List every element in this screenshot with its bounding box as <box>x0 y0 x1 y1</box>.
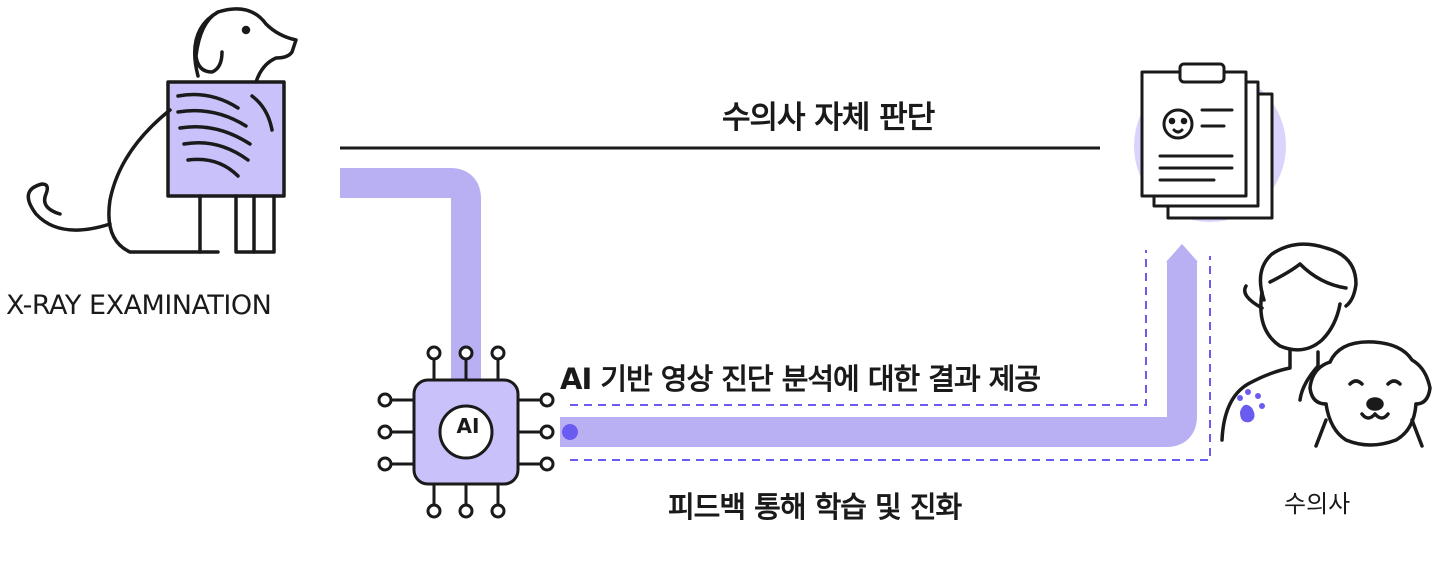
flow-start-dot <box>562 424 578 440</box>
dog-xray-icon <box>26 7 298 254</box>
flow-arrow-head <box>1166 244 1198 262</box>
feedback-dashed-line <box>570 256 1211 461</box>
ai-result-dashed-line <box>570 250 1147 406</box>
ai-chip-icon <box>377 345 555 519</box>
clipboard-report-icon <box>1134 62 1286 222</box>
xray-examination-label: X-RAY EXAMINATION <box>6 290 272 321</box>
ai-chip-label: AI <box>456 414 480 438</box>
ai-result-label: AI 기반 영상 진단 분석에 대한 결과 제공 <box>560 362 1041 396</box>
vet-label: 수의사 <box>1284 490 1351 518</box>
vet-judgment-label: 수의사 자체 판단 <box>722 100 935 136</box>
feedback-label: 피드백 통해 학습 및 진화 <box>668 490 962 524</box>
vet-with-dog-icon <box>1220 242 1432 448</box>
ai-flow-band <box>340 168 1197 447</box>
